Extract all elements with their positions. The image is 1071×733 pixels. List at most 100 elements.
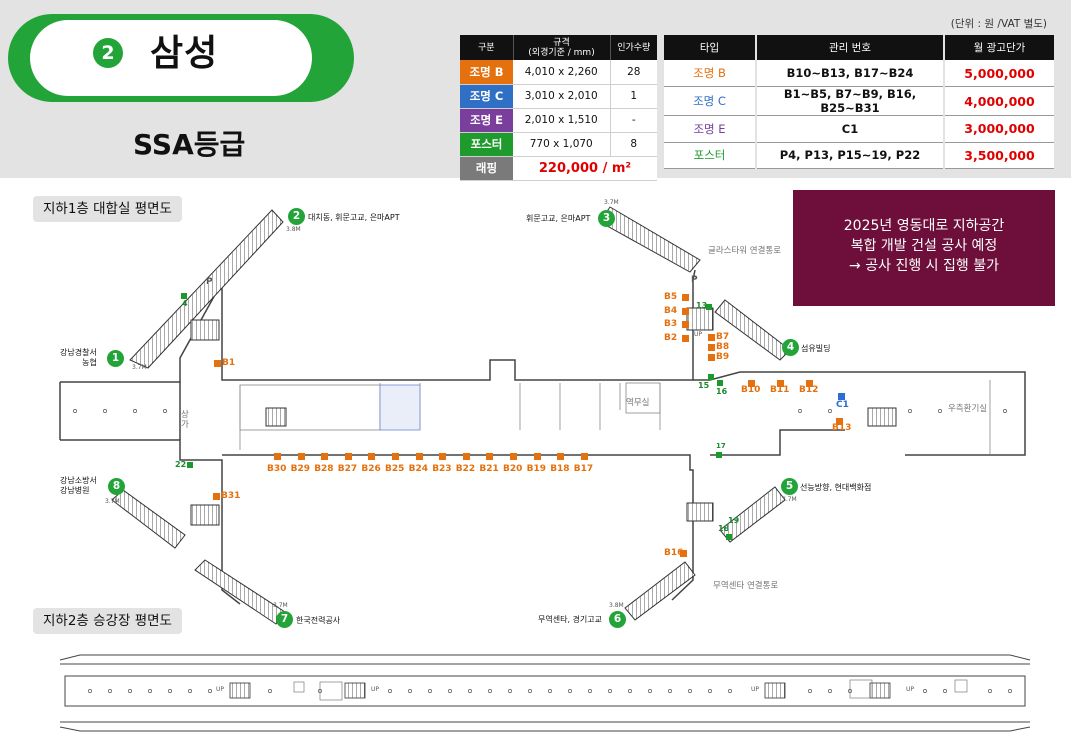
exit-8-label: 강남소방서 강남병원 [60, 476, 97, 495]
price-row: 포스터 P4, P13, P15~19, P22 3,500,000 [664, 142, 1054, 169]
ad-code-b19: B19 [526, 464, 546, 474]
height-label: 3.8M [609, 602, 624, 609]
platform-columns [88, 689, 1012, 693]
price-row: 조명 C B1~B5, B7~B9, B16, B25~B31 4,000,00… [664, 86, 1054, 116]
ad-code-b9: B9 [716, 352, 730, 362]
station-badge [8, 14, 354, 102]
poster-marker [706, 304, 712, 310]
ad-marker [392, 453, 399, 460]
exit-4-label: 섬유빌딩 [801, 344, 831, 353]
spec-row: 포스터 770 x 1,070 8 [460, 132, 657, 157]
ad-marker [533, 453, 541, 460]
poster-code: 13 [696, 301, 708, 310]
ad-marker [682, 307, 689, 315]
spec-header-size: 규격 (외경기준 / mm) [513, 35, 611, 60]
ad-marker [748, 380, 755, 387]
ad-code-b18: B18 [550, 464, 570, 474]
ad-marker [344, 453, 352, 460]
exit-6-label: 무역센타, 경기고교 [538, 615, 602, 624]
ad-marker [682, 321, 689, 328]
ad-marker [321, 453, 329, 460]
parking-icon: P [206, 277, 213, 287]
price-table: 타입 관리 번호 월 광고단가 조명 B B10~B13, B17~B24 5,… [664, 35, 1054, 169]
poster-marker [716, 452, 722, 458]
exit-6-icon: 6 [609, 611, 626, 628]
up-label: UP [694, 331, 703, 338]
ad-marker [708, 354, 715, 361]
price-header-numbers: 관리 번호 [756, 35, 945, 60]
floor-b2-title: 지하2층 승강장 평면도 [33, 608, 182, 634]
poster-code: 19 [728, 516, 740, 525]
exit-2-label: 대치동, 휘문고교, 은마APT [308, 213, 400, 222]
spec-row-wrapping: 래핑 220,000 / m² [460, 156, 657, 181]
ad-code-c1: C1 [836, 400, 849, 410]
poster-marker [181, 293, 187, 299]
ad-code-b20: B20 [503, 464, 523, 474]
area-shop: 상가 [181, 410, 189, 430]
ad-code-b5: B5 [664, 292, 678, 302]
spec-row: 조명 E 2,010 x 1,510 - [460, 108, 657, 133]
poster-marker [708, 374, 714, 380]
up-label: UP [216, 686, 225, 693]
ad-marker [486, 453, 494, 460]
ad-code-b28: B28 [314, 464, 334, 474]
exit-1-icon: 1 [107, 350, 124, 367]
price-row: 조명 E C1 3,000,000 [664, 115, 1054, 143]
ad-marker [682, 334, 689, 342]
exit-4-icon: 4 [782, 339, 799, 356]
ad-code-b17: B17 [573, 464, 594, 474]
area-ventilation-room: 우측환기실 [948, 404, 988, 414]
station-name: 삼성 [150, 33, 219, 74]
ad-code-b16: B16 [664, 548, 684, 558]
ad-marker [368, 453, 376, 460]
ad-marker [836, 418, 843, 425]
ad-code-b27: B27 [337, 464, 358, 474]
height-label: 3.7M [782, 496, 797, 503]
ad-code-b10: B10 [741, 385, 761, 395]
ad-marker [580, 453, 588, 460]
ad-marker [682, 294, 689, 301]
ad-code-b26: B26 [361, 464, 381, 474]
ad-marker [708, 334, 715, 341]
poster-code: 4 [182, 299, 188, 308]
spec-table: 구분 규격 (외경기준 / mm) 인가수량 조명 B 4,010 x 2,26… [460, 35, 657, 181]
spec-row: 조명 B 4,010 x 2,260 28 [460, 60, 657, 85]
parking-icon: P [691, 275, 698, 285]
ad-code-b21: B21 [479, 464, 499, 474]
unit-note: (단위 : 원 /VAT 별도) [950, 18, 1047, 30]
price-header-type: 타입 [664, 35, 757, 60]
ad-code-b3: B3 [664, 319, 678, 329]
price-row: 조명 B B10~B13, B17~B24 5,000,000 [664, 60, 1054, 87]
height-label: 3.7M [273, 602, 288, 609]
ad-marker [439, 453, 447, 460]
ad-code-b24: B24 [408, 464, 428, 474]
poster-code: 15 [698, 381, 710, 390]
ad-marker [462, 453, 470, 460]
up-label: UP [906, 686, 915, 693]
ad-code-b4: B4 [664, 305, 678, 316]
height-label: 3.7M [105, 498, 120, 505]
spec-header-category: 구분 [460, 35, 514, 60]
up-label: UP [751, 686, 760, 693]
height-label: 3.7M [604, 199, 619, 206]
up-label: UP [371, 686, 380, 693]
floor-b1-title: 지하1층 대합실 평면도 [33, 196, 182, 222]
height-label: 3.8M [286, 226, 301, 233]
ad-marker [415, 453, 423, 460]
poster-code: 22 [175, 460, 187, 469]
area-station-office: 역무실 [626, 398, 650, 408]
area-glasstower-passage: 글라스타워 연결통로 [708, 246, 782, 256]
ad-code-b8: B8 [716, 342, 730, 352]
station-grade: SSA등급 [133, 128, 246, 161]
ad-marker [680, 550, 687, 557]
ad-code-b22: B22 [455, 464, 476, 474]
exit-3-label: 휘문고교, 은마APT [526, 214, 591, 223]
ad-marker [777, 380, 784, 387]
ad-marker [708, 344, 715, 351]
exit-7-label: 한국전력공사 [296, 616, 341, 625]
area-trade-center-passage: 무역센타 연결통로 [713, 581, 779, 591]
ad-code-b12: B12 [799, 385, 819, 395]
ad-marker [214, 360, 221, 367]
exit-3-icon: 3 [598, 210, 615, 227]
exit-5-label: 선능방향, 현대백화점 [800, 483, 872, 492]
